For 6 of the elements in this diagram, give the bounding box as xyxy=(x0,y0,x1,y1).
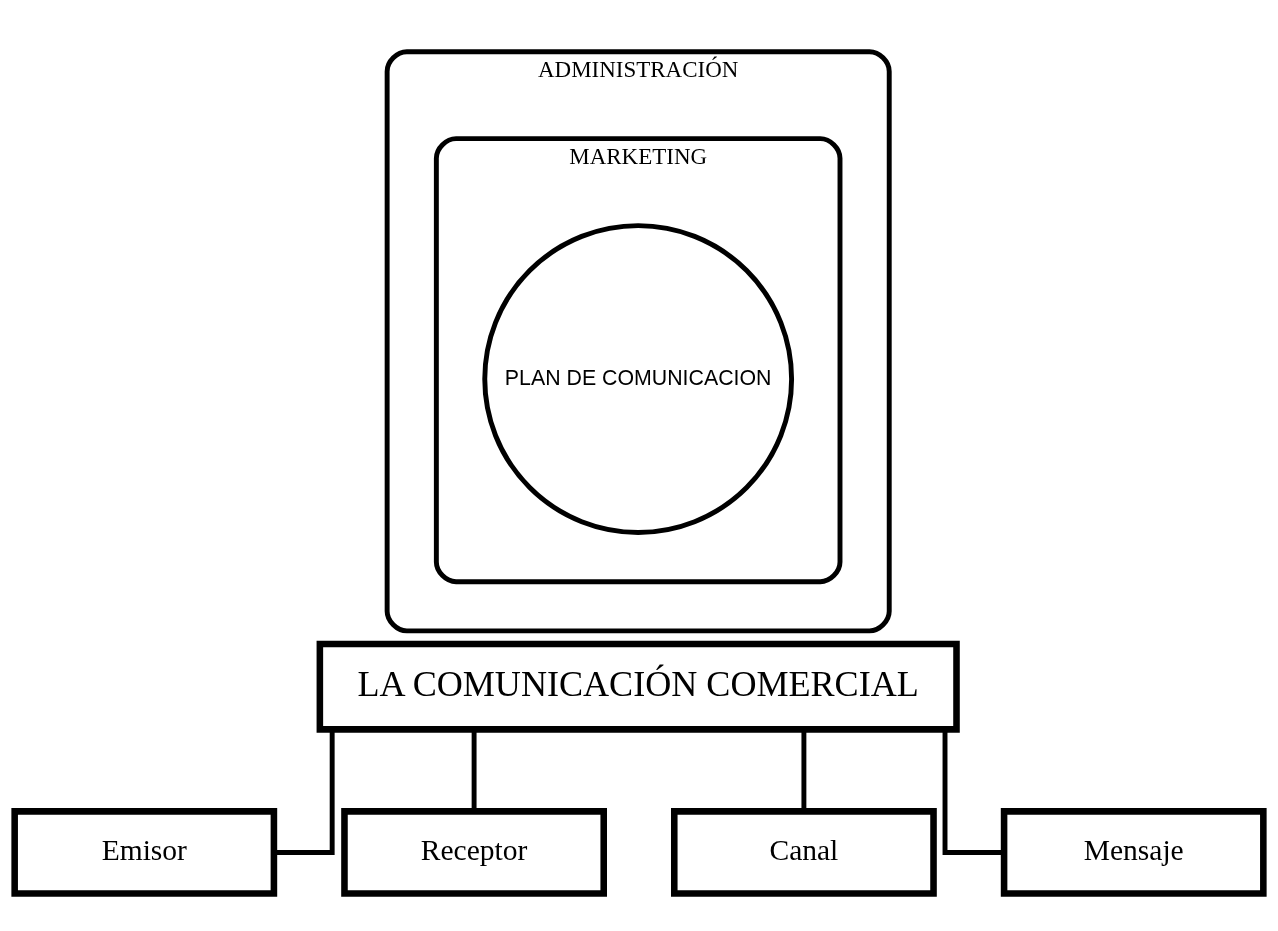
node-box: Receptor xyxy=(341,807,607,897)
node-circle: PLAN DE COMUNICACION xyxy=(482,222,795,535)
node-box: Canal xyxy=(671,807,937,897)
node-box: LA COMUNICACIÓN COMERCIAL xyxy=(316,640,960,733)
node-box: Mensaje xyxy=(1000,807,1267,897)
node-box: Emisor xyxy=(11,807,278,897)
